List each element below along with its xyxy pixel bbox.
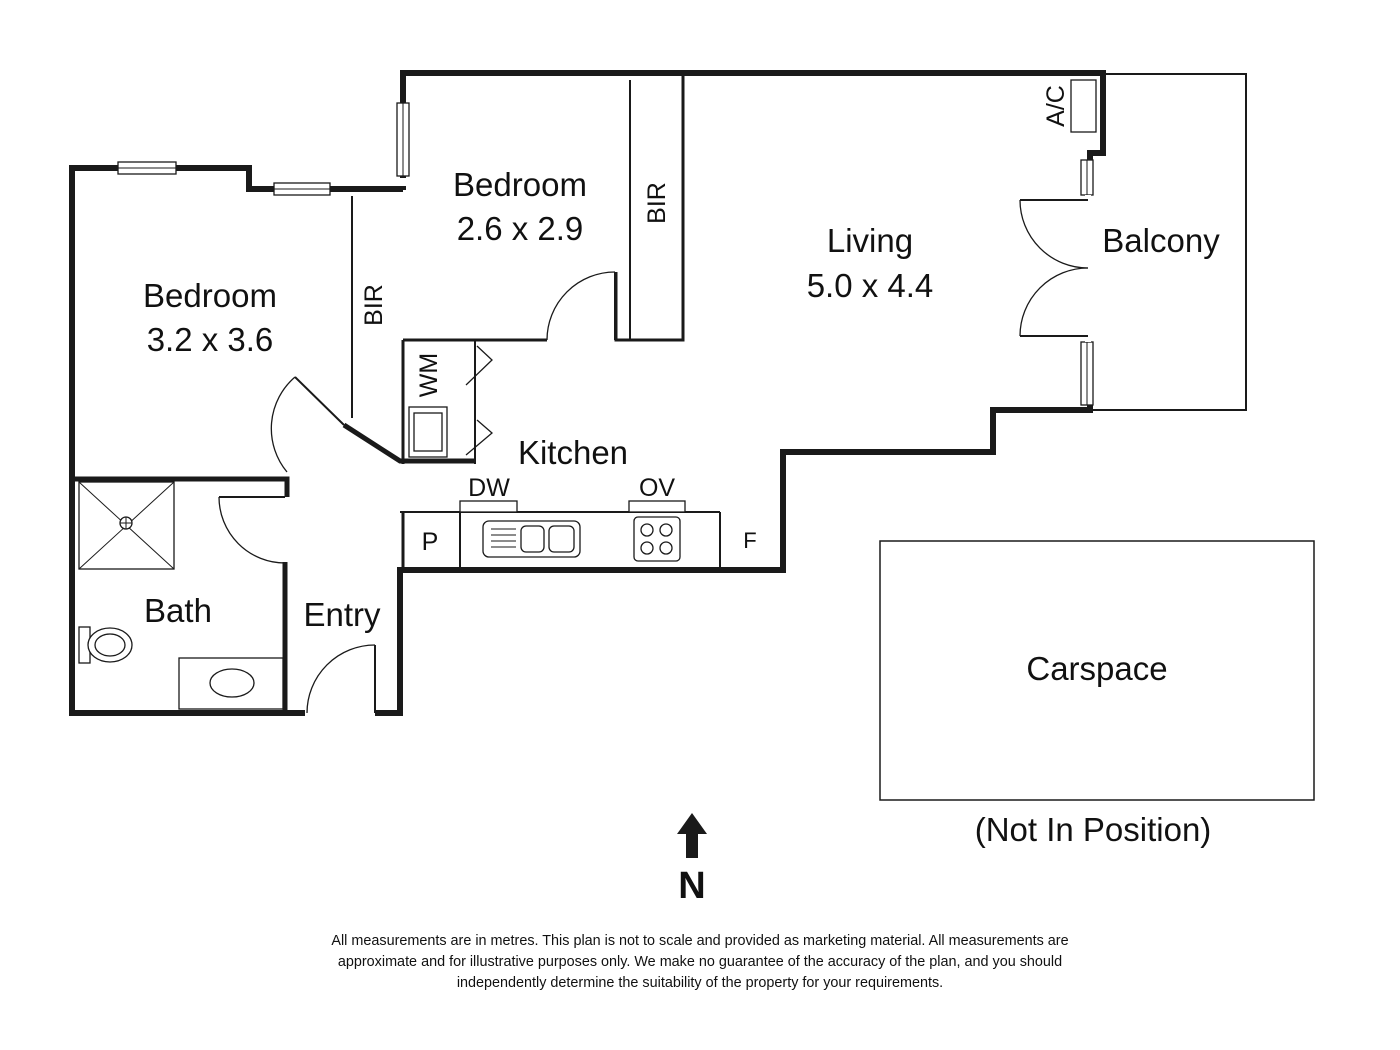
fixtures	[78, 406, 686, 710]
window-living-east-lower	[1080, 341, 1094, 406]
labels: Bedroom 3.2 x 3.6 Bedroom 2.6 x 2.9 Livi…	[143, 85, 1220, 907]
door-wm-cupboard	[465, 345, 493, 456]
door-bath	[218, 496, 286, 564]
kitchen-sink	[482, 520, 581, 558]
vanity	[178, 657, 284, 710]
north-arrow-icon	[677, 813, 707, 858]
doors	[218, 195, 1091, 714]
interior-walls	[72, 75, 1097, 713]
fridge-label: F	[743, 528, 756, 553]
window-living-east-upper	[1080, 159, 1094, 196]
balcony-label: Balcony	[1102, 222, 1220, 259]
entry-label: Entry	[303, 596, 381, 633]
window-bed1-north-2	[273, 182, 331, 196]
toilet	[78, 626, 133, 664]
disclaimer: All measurements are in metres. This pla…	[250, 931, 1150, 994]
bedroom2-size: 2.6 x 2.9	[457, 210, 584, 247]
ac-label: A/C	[1042, 85, 1070, 127]
door-bed2	[546, 271, 616, 341]
balcony-outline	[1090, 73, 1247, 411]
carspace-label: Carspace	[1026, 650, 1167, 687]
bedroom1-size: 3.2 x 3.6	[147, 321, 274, 358]
dishwasher	[459, 500, 518, 513]
window-bed2-west	[396, 102, 410, 177]
shower	[78, 481, 175, 570]
washing-machine	[408, 406, 448, 458]
carspace-outline	[879, 540, 1315, 801]
living-label: Living	[827, 222, 913, 259]
bedroom2-label: Bedroom	[453, 166, 587, 203]
ov-label: OV	[639, 474, 675, 502]
door-balcony	[1019, 195, 1091, 342]
dw-label: DW	[468, 474, 510, 502]
cooktop	[633, 516, 681, 562]
bed1-bir-label: BIR	[360, 284, 388, 326]
oven	[628, 500, 686, 513]
pantry-label: P	[422, 528, 439, 556]
bath-label: Bath	[144, 592, 212, 629]
kitchen-label: Kitchen	[518, 434, 628, 471]
door-entry	[306, 644, 376, 714]
disclaimer-line-1: All measurements are in metres. This pla…	[331, 933, 1069, 949]
living-size: 5.0 x 4.4	[807, 267, 934, 304]
exterior-walls	[69, 70, 1106, 716]
bed2-bir-label: BIR	[643, 182, 671, 224]
north-label: N	[678, 865, 705, 907]
bedroom1-label: Bedroom	[143, 277, 277, 314]
window-bed1-north	[117, 161, 177, 175]
door-bed1	[270, 376, 345, 473]
disclaimer-line-2: approximate and for illustrative purpose…	[337, 954, 1063, 970]
wm-label: WM	[415, 353, 443, 397]
windows	[117, 102, 1094, 406]
disclaimer-line-3: independently determine the suitability …	[456, 975, 944, 991]
carspace-note: (Not In Position)	[975, 811, 1212, 848]
